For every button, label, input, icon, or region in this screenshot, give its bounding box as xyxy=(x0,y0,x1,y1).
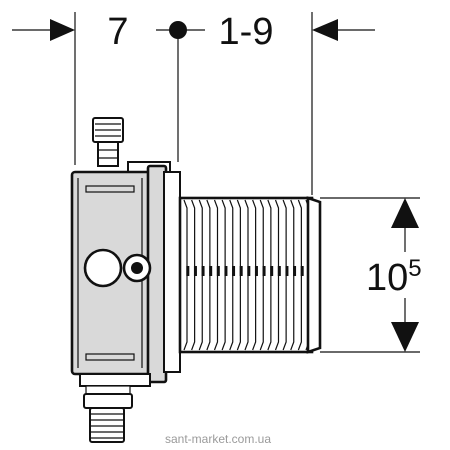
sleeve-end-cap xyxy=(306,196,322,354)
sleeve-slot xyxy=(277,266,281,276)
watermark: sant-market.com.ua xyxy=(165,432,271,446)
sleeve-slot xyxy=(186,266,190,276)
bottom-connector-nut xyxy=(83,393,133,409)
height-label: 105 xyxy=(366,255,422,299)
sleeve-slot xyxy=(201,266,205,276)
sleeve-slot xyxy=(300,266,304,276)
housing-collar xyxy=(163,171,181,373)
top-dimension-group: 7 1-9 xyxy=(12,11,375,195)
sleeve-slot xyxy=(285,266,289,276)
sleeve-slot xyxy=(232,266,236,276)
port-left xyxy=(83,248,123,288)
height-label-main: 10 xyxy=(366,257,408,299)
sleeve-slot xyxy=(262,266,266,276)
sleeve-slot xyxy=(270,266,274,276)
sleeve-slot xyxy=(239,266,243,276)
sleeve-slot xyxy=(293,266,297,276)
height-dimension-group: 105 xyxy=(320,197,422,353)
bottom-collar xyxy=(79,373,151,387)
sleeve-slot xyxy=(193,266,197,276)
sleeve-slot xyxy=(247,266,251,276)
extension-sleeve xyxy=(178,196,322,354)
top-connector-stem xyxy=(97,141,119,167)
datum-dot xyxy=(169,21,187,39)
sleeve-slot xyxy=(254,266,258,276)
sleeve-slot xyxy=(216,266,220,276)
dim-label-7: 7 xyxy=(107,11,128,53)
port-right-core xyxy=(131,262,143,274)
sleeve-slot xyxy=(224,266,228,276)
right-arrowhead xyxy=(312,19,338,41)
height-arrow-up xyxy=(391,198,419,228)
height-label-sup: 5 xyxy=(408,255,421,282)
height-arrow-down xyxy=(391,322,419,352)
sleeve-slot xyxy=(209,266,213,276)
sleeve-outline xyxy=(178,196,314,354)
dim-label-1-9: 1-9 xyxy=(219,11,274,53)
valve-body xyxy=(70,117,181,443)
bottom-connector-stem xyxy=(89,407,125,443)
left-arrowhead xyxy=(50,19,75,41)
